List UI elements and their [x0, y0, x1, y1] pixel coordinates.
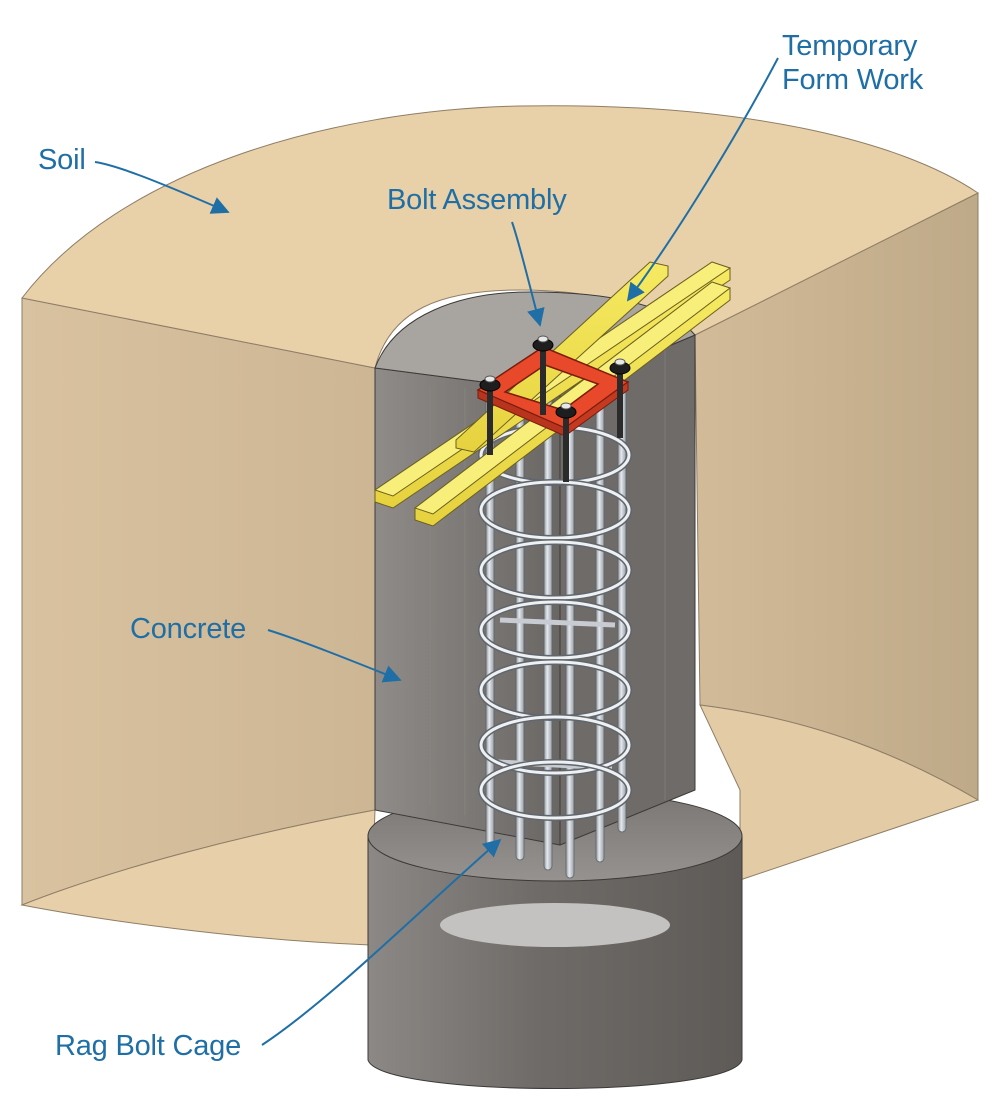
threaded-bolt: [617, 368, 623, 438]
soil-left-wall: [21, 297, 376, 906]
label-temporary-form-work: Temporary Form Work: [782, 29, 923, 97]
cage-spiral-ring-highlight: [479, 540, 631, 600]
threaded-bolt: [487, 385, 493, 455]
cage-spiral-ring-highlight: [479, 600, 631, 660]
bolt-washer: [614, 358, 626, 366]
bolt-washer: [537, 335, 549, 343]
cage-spiral-ring-highlight: [479, 715, 631, 775]
cage-spiral-ring-highlight: [479, 760, 631, 820]
leader-bolt-assembly: [511, 221, 545, 327]
leader-concrete: [267, 629, 402, 683]
label-rag-bolt-cage-text: Rag Bolt Cage: [55, 1030, 242, 1062]
leader-rag-bolt-cage: [261, 838, 502, 1046]
label-bolt-assembly-text: Bolt Assembly: [387, 184, 567, 216]
bolt-nuts: [479, 335, 631, 482]
label-temporary-line2: Form Work: [782, 64, 924, 96]
threaded-bolt: [563, 412, 569, 482]
leader-lines: [94, 57, 779, 1046]
cage-spiral: [478, 424, 632, 821]
cage-rod: [595, 379, 605, 863]
cage-spiral-ring-highlight: [479, 480, 631, 540]
threaded-bolt: [540, 345, 546, 415]
leader-temporary-form-work: [626, 57, 779, 302]
cage-rod: [565, 424, 575, 879]
soil-top-surface: [21, 105, 979, 369]
cage-rod: [617, 389, 627, 833]
bolt-washer: [484, 375, 496, 383]
label-bolt-assembly: Bolt Assembly: [387, 183, 567, 217]
label-soil: Soil: [38, 143, 86, 177]
leader-soil: [94, 161, 230, 214]
cylinder-floor: [440, 903, 670, 947]
soil-floor-right: [699, 704, 980, 881]
bolt-washer: [560, 402, 572, 410]
rag-bolt-cage: [478, 374, 632, 879]
label-temporary-line1: Temporary: [782, 30, 918, 62]
soil-block: [20, 105, 980, 946]
label-concrete: Concrete: [130, 612, 246, 646]
label-concrete-text: Concrete: [130, 613, 247, 645]
label-soil-text: Soil: [38, 144, 86, 176]
cylinder-outer-wall: [367, 835, 743, 1089]
cage-brace: [499, 617, 616, 628]
label-rag-bolt-cage: Rag Bolt Cage: [55, 1029, 241, 1063]
bolt-assembly: [476, 335, 631, 482]
